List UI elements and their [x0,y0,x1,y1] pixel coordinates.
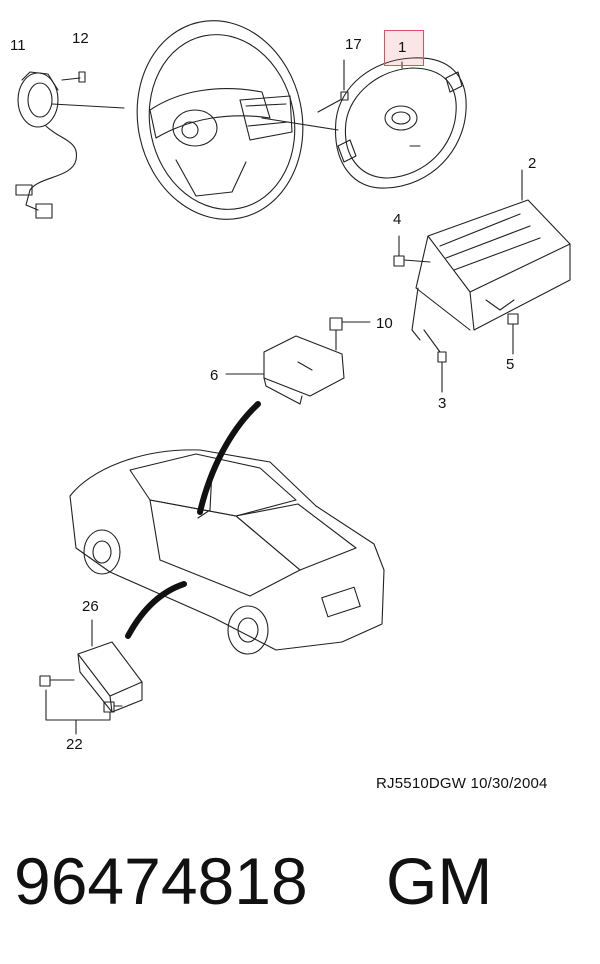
nut-4-illustration [393,235,431,267]
callout-17: 17 [345,36,362,53]
part-number: 96474818 [14,844,308,918]
callout-1: 1 [398,39,407,56]
callout-11: 11 [10,37,26,54]
screw-3-illustration [423,329,447,393]
airbag-module-illustration [334,57,467,189]
callout-4: 4 [393,211,402,228]
nut-5-illustration [507,313,519,355]
screw-12-illustration [61,71,86,83]
parts-diagram [15,20,571,735]
control-module-illustration [225,335,345,405]
passenger-airbag-illustration [411,169,571,341]
screws-22-illustration [39,675,123,735]
pointer-arrow-upper [197,401,261,515]
callout-3: 3 [438,395,447,412]
car-illustration [69,449,385,655]
highlight-box-callout-1 [384,30,424,66]
diagram-reference-code: RJ5510DGW 10/30/2004 [376,775,548,792]
callout-10: 10 [376,315,393,332]
callout-22: 22 [66,736,83,753]
steering-wheel-illustration [136,20,339,220]
bolt-10-illustration [329,317,371,351]
pointer-arrow-lower [125,581,187,639]
callout-2: 2 [528,155,537,172]
callout-12: 12 [72,30,89,47]
clock-spring-illustration [15,71,125,219]
callout-26: 26 [82,598,99,615]
screw-17-illustration [317,59,349,113]
side-sensor-illustration [77,619,143,713]
callout-5: 5 [506,356,515,373]
callout-6: 6 [210,367,219,384]
brand-name: GM [386,844,493,918]
